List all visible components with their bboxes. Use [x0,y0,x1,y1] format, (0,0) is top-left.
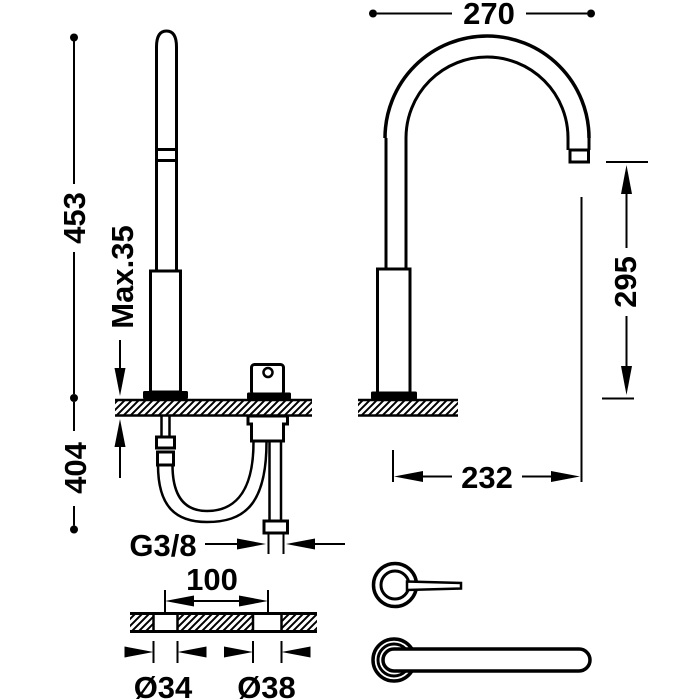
side-spout-nozzle [568,148,590,164]
dim-38-left-arrow [224,646,253,658]
dim-295-down-arrow [621,366,632,395]
front-handle-screw [262,366,274,379]
flex-hose-outer [156,441,268,524]
dim-100: 100 [164,562,269,612]
front-spout-base-plate [143,391,188,399]
flex-hose-inner [171,441,255,513]
dim-max35-upper-arrow [114,368,126,396]
dim-295: 295 [602,161,648,400]
front-countertop-hatch [115,400,312,416]
dim-270-right-dot [587,9,595,18]
side-countertop-hatch [358,400,458,416]
dim-thread: G3/8 [129,528,345,563]
dim-thread-label: G3/8 [129,528,196,563]
dim-100-right-arrow [239,595,268,607]
dim-453-label: 453 [57,192,92,244]
dim-270: 270 [369,0,595,31]
front-spout-column [149,269,182,394]
spout-tail-connector-2 [156,450,175,467]
dim-max35: Max.35 [105,225,140,478]
dim-270-label: 270 [463,0,515,31]
side-base-plate [371,391,417,400]
spout-tail-connector-1 [155,435,176,450]
front-view [115,29,312,535]
dim-38-right-arrow [281,646,311,658]
dim-232-right-arrow [551,471,580,482]
thread-fitting [262,519,289,535]
dim-max35-label: Max.35 [105,225,140,328]
front-handle-base-plate [247,392,291,400]
handle-underdeck-block [246,414,289,443]
lever-top-view [371,637,592,683]
side-spout-outer-arc [383,34,591,139]
dim-232: 232 [392,197,583,495]
dim-270-left-dot [369,9,377,18]
dim-hole-left: Ø34 [124,641,207,700]
dim-453-bottom-dot [70,394,78,402]
dim-max35-lower-arrow [114,419,126,447]
deck-plan-hatch-left [130,614,154,631]
dim-34-left-arrow [124,646,154,658]
dim-232-left-arrow [394,471,423,482]
deck-plan-hatch-right [281,614,317,631]
side-view [358,34,591,417]
dim-295-label: 295 [608,256,643,308]
front-spout-tube [155,29,178,272]
dim-404-label: 404 [58,441,93,493]
spout-top-view [371,561,463,609]
dim-thread-left-arrow [237,538,266,550]
dim-34-right-arrow [177,646,207,658]
dim-232-label: 232 [461,460,513,495]
dim-34-label: Ø34 [134,670,193,700]
dim-hole-right: Ø38 [224,641,311,700]
dim-453-top-dot [70,33,78,42]
dim-453: 453 [57,33,92,402]
deck-plan-view [130,612,317,633]
deck-plan-hatch-middle [177,614,253,631]
dim-295-up-arrow [621,165,632,194]
lever-top-handle-bar [381,647,592,673]
dim-100-label: 100 [186,562,238,597]
dim-38-label: Ø38 [237,670,296,700]
dim-100-left-arrow [165,595,194,607]
spout-top-rod [405,580,463,592]
side-spout-inner-arc [404,55,570,139]
side-spout-column [376,267,412,395]
spout-top-inner-ring [379,569,411,601]
dim-404-bottom-dot [70,525,78,534]
dim-404: 404 [58,402,93,534]
dim-thread-right-arrow [286,538,315,550]
